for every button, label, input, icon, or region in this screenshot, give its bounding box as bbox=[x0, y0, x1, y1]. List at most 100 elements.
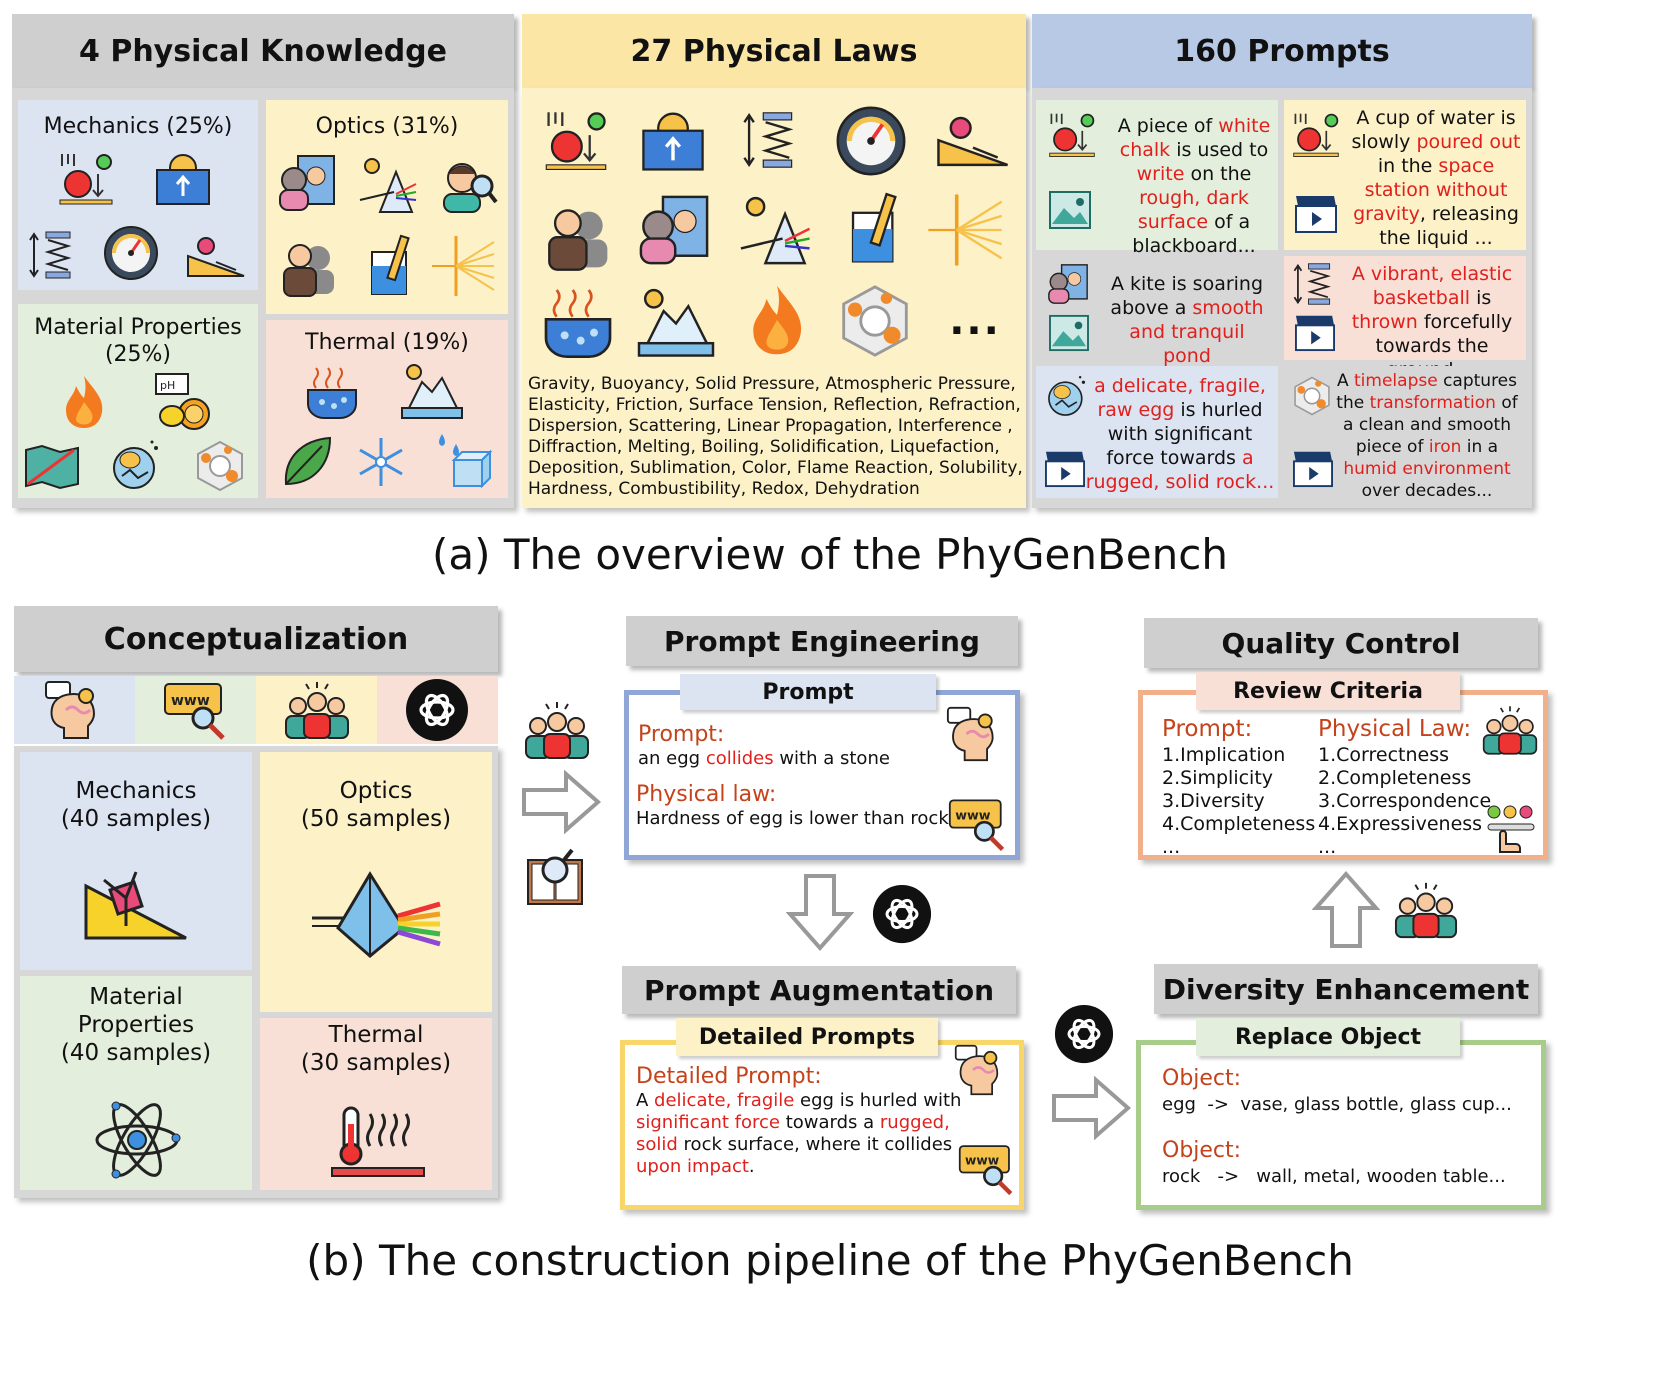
pe-prompt-text: an egg collides with a stone bbox=[638, 748, 890, 769]
boiling-pot-icon bbox=[307, 367, 357, 419]
rust-nut-icon bbox=[1294, 376, 1330, 416]
review-criteria-tab-text: Review Criteria bbox=[1233, 678, 1423, 704]
liquid-cube-icon bbox=[439, 434, 493, 489]
concept-optics-cell: Optics (50 samples) bbox=[260, 752, 492, 1012]
laws-line: Diffraction, Melting, Boiling, Solidific… bbox=[528, 437, 1000, 457]
mirror-reflection-icon bbox=[279, 155, 335, 211]
pe-law-text: Hardness of egg is lower than rock bbox=[636, 808, 949, 829]
prompt-tab: Prompt bbox=[680, 674, 936, 710]
concept-mechanics-label: Mechanics bbox=[75, 778, 197, 804]
book-search-icon bbox=[527, 848, 583, 905]
pe-prompt-label: Prompt: bbox=[638, 722, 725, 747]
diversity-header: Diversity Enhancement bbox=[1154, 964, 1538, 1014]
refraction-glass-icon bbox=[851, 192, 897, 263]
idea-head-icon bbox=[954, 1044, 999, 1096]
prompts-header: 160 Prompts bbox=[1032, 14, 1532, 88]
knowledge-header-text: 4 Physical Knowledge bbox=[79, 33, 447, 69]
replace-object-tab: Replace Object bbox=[1196, 1018, 1460, 1056]
web-search-icon: www bbox=[958, 1145, 1013, 1196]
laws-list: Gravity, Buoyancy, Solid Pressure, Atmos… bbox=[528, 374, 1026, 500]
prism-spectrum-icon bbox=[312, 871, 441, 958]
video-clapper-icon bbox=[1293, 451, 1333, 488]
rust-nut-icon bbox=[842, 285, 908, 357]
prompt-augmentation-header: Prompt Augmentation bbox=[622, 966, 1016, 1014]
spring-icon bbox=[743, 112, 794, 168]
concept-icon-cell bbox=[256, 676, 377, 744]
laws-line: Hardness, Combustibility, Redox, Dehydra… bbox=[528, 479, 920, 499]
concept-material-label-2: Properties bbox=[77, 1012, 195, 1038]
laws-line: Elasticity, Friction, Surface Tension, R… bbox=[528, 395, 1021, 415]
concept-optics-count: (50 samples) bbox=[300, 806, 452, 832]
rating-feedback-icon bbox=[1487, 805, 1535, 853]
qc-prompt-label: Prompt: bbox=[1162, 716, 1253, 742]
laws-header-text: 27 Physical Laws bbox=[630, 33, 918, 69]
qc-law-list: 1.Correctness 2.Completeness 3.Correspon… bbox=[1318, 744, 1492, 858]
svg-text:www: www bbox=[965, 1154, 999, 1168]
conceptualization-header-text: Conceptualization bbox=[103, 621, 409, 657]
prompt-engineering-header: Prompt Engineering bbox=[626, 616, 1018, 666]
shadow-person-icon bbox=[548, 209, 608, 271]
video-clapper-icon bbox=[1045, 451, 1085, 488]
quality-control-header-text: Quality Control bbox=[1221, 626, 1461, 660]
material-cell: Material Properties (25%) pH bbox=[18, 304, 258, 498]
concept-material-label-1: Material bbox=[89, 984, 183, 1010]
team-icon bbox=[525, 702, 589, 759]
diffraction-icon bbox=[432, 236, 495, 296]
idea-head-icon bbox=[946, 706, 994, 762]
apple-gravity-icon bbox=[59, 154, 113, 205]
web-search-icon: www bbox=[164, 683, 225, 740]
team-icon bbox=[1394, 882, 1458, 939]
atom-icon bbox=[95, 1101, 181, 1179]
concept-thermal-label: Thermal bbox=[328, 1022, 424, 1048]
mechanics-label: Mechanics (25%) bbox=[43, 114, 233, 139]
gauge-icon bbox=[104, 226, 158, 280]
de-object-line-1: egg -> vase, glass bottle, glass cup... bbox=[1162, 1094, 1512, 1115]
prompt-card: A timelapse captures the transformation … bbox=[1284, 366, 1526, 501]
de-object-line-2: rock -> wall, metal, wooden table... bbox=[1162, 1166, 1506, 1187]
prism-sun-icon bbox=[740, 196, 811, 265]
svg-text:www: www bbox=[171, 693, 210, 709]
de-object-label-2: Object: bbox=[1162, 1138, 1242, 1163]
svg-text:www: www bbox=[955, 807, 990, 822]
incline-ball-icon bbox=[187, 237, 245, 277]
material-label: Material Properties (25%) bbox=[34, 315, 242, 367]
magnifier-person-icon bbox=[443, 163, 498, 213]
melting-ice-icon bbox=[401, 364, 463, 419]
qc-prompt-list: 1.Implication 2.Simplicity 3.Diversity 4… bbox=[1162, 744, 1316, 858]
concept-material-count: (40 samples) bbox=[60, 1040, 212, 1066]
pa-label: Detailed Prompt: bbox=[636, 1064, 822, 1089]
down-arrow-icon bbox=[786, 874, 854, 952]
snowflake-icon bbox=[359, 438, 403, 486]
thermal-label: Thermal (19%) bbox=[305, 330, 469, 355]
diffraction-icon bbox=[928, 194, 1003, 266]
gauge-icon bbox=[836, 106, 906, 176]
buoyancy-icon bbox=[642, 112, 704, 171]
svg-text:pH: pH bbox=[160, 379, 175, 392]
replace-object-tab-text: Replace Object bbox=[1234, 1024, 1422, 1050]
detailed-prompts-tab-text: Detailed Prompts bbox=[698, 1024, 916, 1050]
idea-head-icon bbox=[45, 681, 96, 739]
concept-mechanics-count: (40 samples) bbox=[60, 806, 212, 832]
diversity-box bbox=[1136, 1040, 1546, 1210]
concept-icon-cell bbox=[377, 676, 498, 744]
shadow-person-icon bbox=[283, 244, 334, 297]
concept-panel: Mechanics (40 samples) Optics (50 sample… bbox=[14, 746, 498, 1198]
pa-text: A delicate, fragile egg is hurled with s… bbox=[636, 1090, 962, 1177]
concept-optics-label: Optics bbox=[339, 778, 413, 804]
prompt-text: A kite is soaring above a smooth and tra… bbox=[1110, 273, 1264, 367]
concept-icon-cell bbox=[14, 676, 135, 744]
map-crossed-icon bbox=[25, 444, 79, 490]
concept-mechanics-cell: Mechanics (40 samples) bbox=[20, 752, 252, 970]
right-arrow-icon bbox=[1052, 1076, 1132, 1140]
spring-icon bbox=[1293, 263, 1331, 305]
refraction-glass-icon bbox=[371, 234, 410, 295]
prompt-tab-text: Prompt bbox=[762, 679, 854, 705]
thermal-cell: Thermal (19%) bbox=[266, 320, 508, 498]
mechanics-cell: Mechanics (25%) bbox=[18, 100, 258, 290]
de-object-label-1: Object: bbox=[1162, 1066, 1242, 1091]
leaf-icon bbox=[284, 436, 332, 486]
prompt-text: A timelapse captures the transformation … bbox=[1336, 371, 1518, 501]
flame-icon bbox=[66, 376, 103, 428]
concept-icon-cell: www bbox=[135, 676, 256, 744]
boiling-pot-icon bbox=[544, 289, 612, 358]
